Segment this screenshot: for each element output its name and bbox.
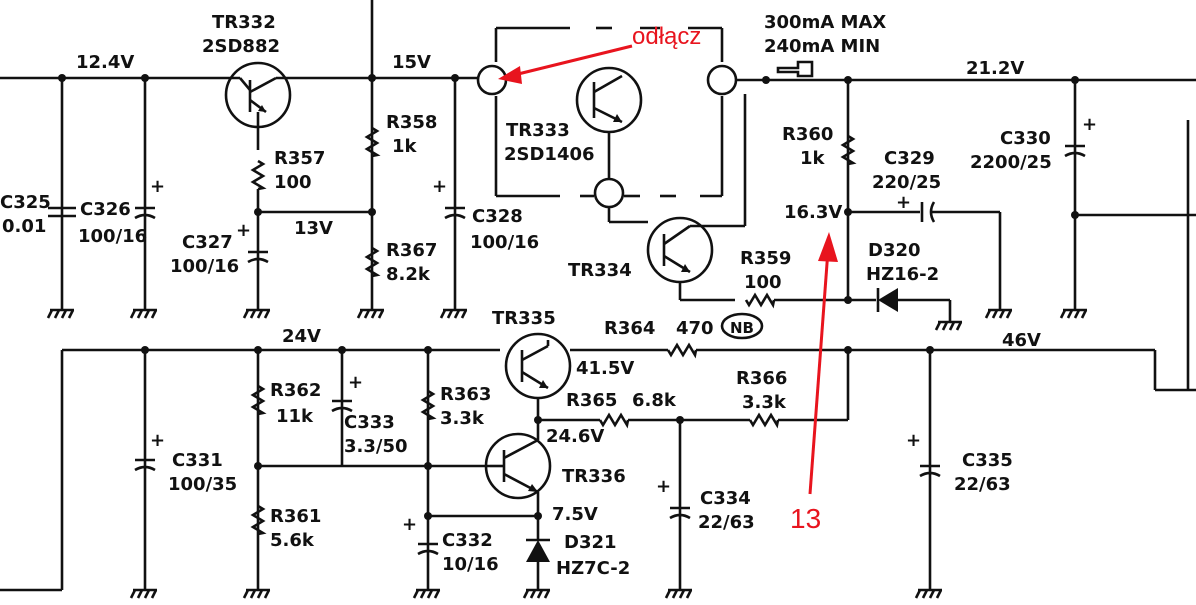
- transistor-tr334: [646, 94, 747, 302]
- label-c326: C326: [80, 199, 131, 220]
- label-current-min: 240mA MIN: [764, 36, 880, 57]
- plus-c329: +: [896, 192, 911, 213]
- label-tr335: TR335: [492, 308, 556, 329]
- label-c329-val: 220/25: [872, 172, 941, 193]
- label-r367: R367: [386, 240, 437, 261]
- capacitor-c325: [48, 206, 76, 218]
- label-r360-val: 1k: [800, 148, 826, 169]
- label-tr333-type: 2SD1406: [504, 144, 595, 165]
- jumper-bracket: [494, 26, 724, 198]
- label-r367-val: 8.2k: [386, 264, 431, 285]
- label-c325: C325: [0, 192, 51, 213]
- label-21v2: 21.2V: [966, 58, 1024, 79]
- label-r364-val: 470: [676, 318, 714, 339]
- label-c326-val: 100/16: [78, 226, 147, 247]
- label-r366-val: 3.3k: [742, 392, 787, 413]
- annotation-13-arrow: [808, 232, 838, 495]
- plus-c330: +: [1082, 114, 1097, 135]
- transistor-tr336: [484, 432, 552, 540]
- label-c335: C335: [962, 450, 1013, 471]
- label-tr332: TR332: [212, 12, 276, 33]
- label-r362: R362: [270, 380, 321, 401]
- transistor-tr332: [224, 61, 372, 150]
- label-r363: R363: [440, 384, 491, 405]
- plus-c335: +: [906, 430, 921, 451]
- label-c328: C328: [472, 206, 523, 227]
- label-c330-val: 2200/25: [970, 152, 1052, 173]
- label-c333: C333: [344, 412, 395, 433]
- label-c327: C327: [182, 232, 233, 253]
- label-d321-type: HZ7C-2: [556, 558, 630, 579]
- plus-c326: +: [150, 176, 165, 197]
- label-c331: C331: [172, 450, 223, 471]
- label-c327-val: 100/16: [170, 256, 239, 277]
- label-12v4: 12.4V: [76, 52, 134, 73]
- annotation-disconnect-arrow: [498, 44, 633, 84]
- label-c332: C332: [442, 530, 493, 551]
- label-7v5: 7.5V: [552, 504, 598, 525]
- plus-c328: +: [432, 176, 447, 197]
- label-d320-type: HZ16-2: [866, 264, 939, 285]
- plus-c332: +: [402, 514, 417, 535]
- label-tr334: TR334: [568, 260, 632, 281]
- label-r359-val: 100: [744, 272, 782, 293]
- plus-c331: +: [150, 430, 165, 451]
- label-r365-val: 6.8k: [632, 390, 677, 411]
- label-c325-val: 0.01: [2, 216, 46, 237]
- label-current-max: 300mA MAX: [764, 12, 886, 33]
- rail-12v4: [0, 76, 240, 300]
- label-c332-val: 10/16: [442, 554, 499, 575]
- label-24v6: 24.6V: [546, 426, 604, 447]
- transistor-tr333: [575, 66, 643, 179]
- label-41v5: 41.5V: [576, 358, 634, 379]
- label-r361-val: 5.6k: [270, 530, 315, 551]
- label-13v: 13V: [294, 218, 333, 239]
- label-tr332-type: 2SD882: [202, 36, 280, 57]
- label-46v: 46V: [1002, 330, 1041, 351]
- label-tr333: TR333: [506, 120, 570, 141]
- label-c328-val: 100/16: [470, 232, 539, 253]
- label-r359: R359: [740, 248, 791, 269]
- label-c330: C330: [1000, 128, 1051, 149]
- plus-c333: +: [348, 372, 363, 393]
- capacitor-c329: [920, 201, 936, 223]
- label-c329: C329: [884, 148, 935, 169]
- label-r360: R360: [782, 124, 833, 145]
- label-r358-val: 1k: [392, 136, 418, 157]
- label-c331-val: 100/35: [168, 474, 237, 495]
- label-r361: R361: [270, 506, 321, 527]
- label-c335-val: 22/63: [954, 474, 1011, 495]
- label-16v3: 16.3V: [784, 202, 842, 223]
- annotation-13: 13: [790, 503, 821, 534]
- plus-c334: +: [656, 476, 671, 497]
- label-r362-val: 11k: [276, 406, 314, 427]
- label-24v: 24V: [282, 326, 321, 347]
- annotation-disconnect: odłącz: [632, 23, 701, 50]
- label-r358: R358: [386, 112, 437, 133]
- label-15v: 15V: [392, 52, 431, 73]
- label-r357-val: 100: [274, 172, 312, 193]
- label-r365: R365: [566, 390, 617, 411]
- label-c334-val: 22/63: [698, 512, 755, 533]
- label-tr336: TR336: [562, 466, 626, 487]
- label-r357: R357: [274, 148, 325, 169]
- zener-d320: [848, 288, 952, 312]
- label-r364: R364: [604, 318, 655, 339]
- plus-c327: +: [236, 220, 251, 241]
- label-nb: NB: [730, 319, 754, 337]
- zener-d321: [526, 538, 550, 580]
- transistor-tr335: [504, 332, 668, 440]
- label-r363-val: 3.3k: [440, 408, 485, 429]
- label-c334: C334: [700, 488, 751, 509]
- label-c333-val: 3.3/50: [344, 436, 408, 457]
- label-d321: D321: [564, 532, 617, 553]
- label-r366: R366: [736, 368, 787, 389]
- label-d320: D320: [868, 240, 921, 261]
